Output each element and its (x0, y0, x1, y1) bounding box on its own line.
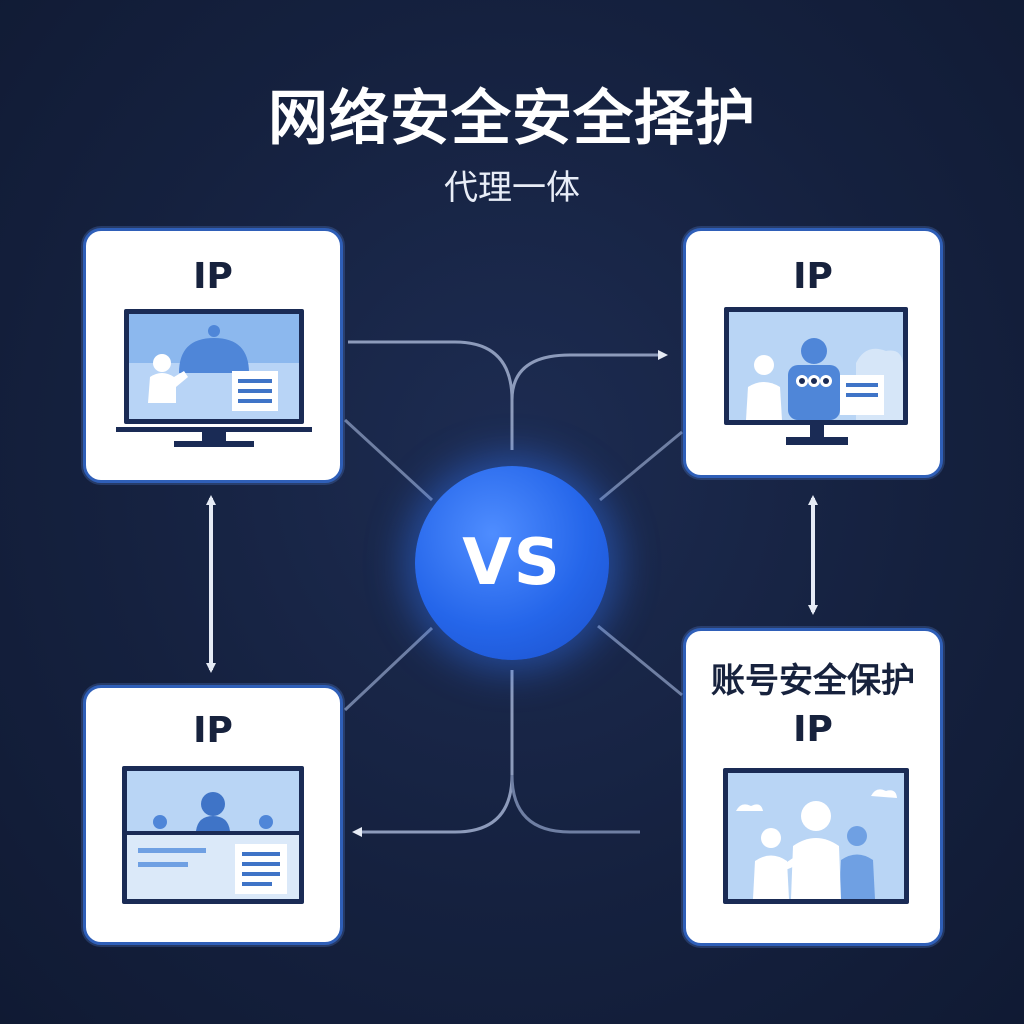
connector-top-right-arrow (510, 350, 668, 401)
card-top-right-label: IP (793, 256, 833, 297)
diagram-subtitle: 代理一体 (444, 168, 580, 208)
card-bottom-right-heading: 账号安全保护 (711, 661, 915, 701)
card-bottom-right: 账号安全保护 IP (683, 628, 943, 946)
connector-diagonal-top-right (599, 430, 683, 502)
monitor-illustration-top-left (116, 309, 312, 447)
connector-diagonal-top-left (343, 418, 434, 502)
card-bottom-left: IP (83, 685, 343, 945)
monitor-illustration-bottom-left (122, 766, 304, 904)
card-top-left-label: IP (193, 256, 233, 297)
card-bottom-right-label: IP (793, 709, 833, 750)
connector-diagonal-bottom-left (343, 626, 434, 712)
monitor-illustration-top-right (724, 307, 908, 445)
connector-bottom-left-arrow (352, 670, 514, 837)
card-bottom-left-label: IP (193, 710, 233, 751)
monitor-illustration-bottom-right (723, 768, 909, 904)
card-top-right: IP (683, 228, 943, 478)
connector-bottom-right-branch (510, 774, 640, 834)
connector-top-left-horizontal (348, 340, 514, 450)
card-top-left: IP (83, 228, 343, 483)
diagram-title: 网络安全安全择护 (268, 84, 756, 154)
connector-diagonal-bottom-right (597, 624, 683, 697)
vs-badge: VS (415, 466, 609, 660)
